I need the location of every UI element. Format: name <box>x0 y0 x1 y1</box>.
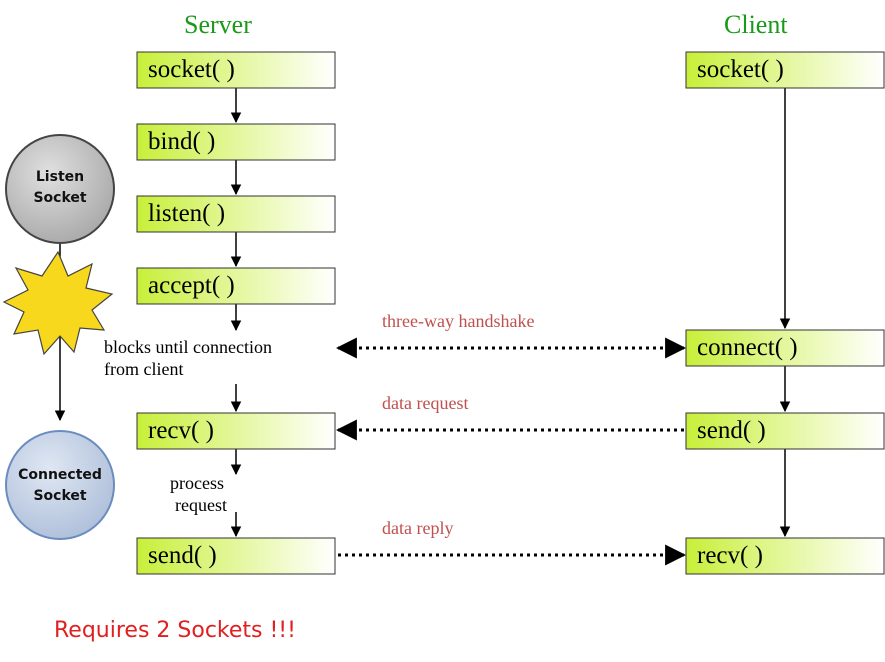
server-socket-box <box>136 51 336 89</box>
server-listen-label: listen( ) <box>148 200 226 227</box>
server-bind-label: bind( ) <box>148 128 216 155</box>
connected-socket-label-line1: Connected <box>18 467 102 483</box>
server-header: Server <box>184 10 252 39</box>
footer-note: Requires 2 Sockets !!! <box>54 618 296 643</box>
server-bind-box <box>136 123 336 161</box>
listen-socket-label-line2: Socket <box>33 190 87 206</box>
listen-socket-circle <box>5 134 115 244</box>
server-listen-box <box>136 195 336 233</box>
data-reply-label: data reply <box>382 518 454 538</box>
server-recv-box <box>136 412 336 450</box>
handshake-label: three-way handshake <box>382 311 535 331</box>
server-send-box <box>136 537 336 575</box>
connected-socket-circle <box>5 430 115 540</box>
process-note-line1: process <box>170 473 224 493</box>
client-send-box <box>685 412 885 450</box>
server-recv-label: recv( ) <box>148 417 214 444</box>
server-accept-box <box>136 267 336 305</box>
client-socket-box <box>685 51 885 89</box>
client-recv-label: recv( ) <box>697 542 763 569</box>
client-connect-box <box>685 329 885 367</box>
blocks-note-line2: from client <box>104 359 184 379</box>
data-request-label: data request <box>382 393 469 413</box>
server-send-label: send( ) <box>148 542 217 569</box>
client-header: Client <box>724 10 788 39</box>
client-recv-box <box>685 537 885 575</box>
server-socket-label: socket( ) <box>148 56 235 83</box>
client-send-label: send( ) <box>697 417 766 444</box>
process-note-line2: request <box>175 495 227 515</box>
blocks-note-line1: blocks until connection <box>104 337 272 357</box>
connection-burst-icon <box>2 250 114 356</box>
client-connect-label: connect( ) <box>697 334 798 361</box>
connected-socket-label-line2: Socket <box>33 488 87 504</box>
listen-socket-label-line1: Listen <box>35 169 85 185</box>
server-accept-label: accept( ) <box>148 272 235 299</box>
client-socket-label: socket( ) <box>697 56 784 83</box>
